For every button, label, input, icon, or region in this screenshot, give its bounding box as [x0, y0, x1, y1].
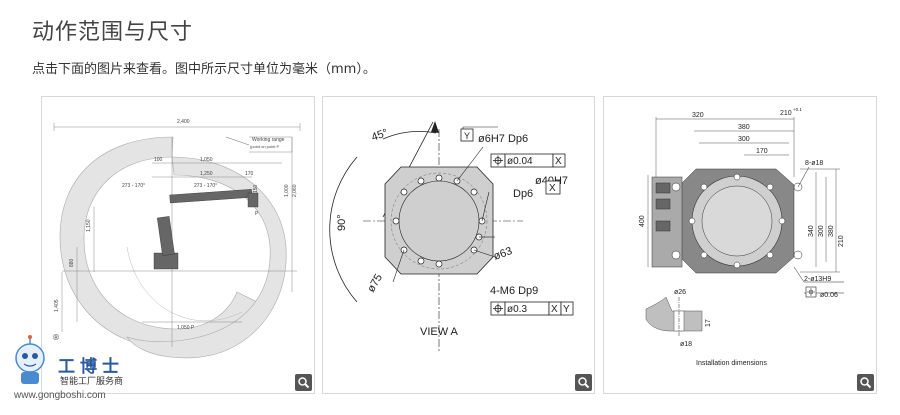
robot-mascot-logo — [15, 335, 45, 384]
angle-label-a: 273 - 170° — [122, 183, 145, 189]
page-subtitle: 点击下面的图片来查看。图中所示尺寸单位为毫米（mm）。 — [32, 62, 376, 77]
magnifier-icon — [578, 377, 590, 389]
view-a-caption: VIEW A — [420, 326, 459, 338]
bore-ref: X — [549, 183, 556, 194]
height-400: 400 — [639, 215, 646, 227]
angle-45: 45° — [370, 127, 390, 144]
working-range-note: Working range — [252, 137, 285, 143]
datum-y: Y — [464, 131, 470, 141]
watermark-tagline: 智能工厂服务商 — [60, 377, 124, 387]
registered-mark: ® — [52, 333, 60, 342]
installation-caption: Installation dimensions — [696, 360, 767, 367]
tolerance-2-ref-y: Y — [563, 304, 570, 315]
dowel-hole-label: ø6H7 Dp6 — [478, 133, 528, 145]
installation-diagram: 320 210 +0.1 380 300 170 8-ø18 400 340 3… — [639, 107, 845, 367]
dim-170: 170 — [245, 171, 254, 177]
position-symbol-icon — [807, 288, 815, 296]
watermark-brand: 工博士 — [58, 357, 124, 377]
watermark-url: www.gongboshi.com — [14, 390, 106, 401]
zoom-button[interactable] — [575, 374, 592, 391]
dim-1050: 1,050 — [200, 157, 213, 163]
height-300: 300 — [818, 225, 825, 237]
dia-18: ø18 — [680, 341, 692, 348]
dim-1150: 1,150 — [86, 219, 92, 232]
angle-90: 90° — [336, 214, 348, 231]
dim-320: 320 — [692, 112, 704, 119]
dim-380: 380 — [738, 124, 750, 131]
height-210: 210 — [838, 235, 845, 247]
point-p: P — [255, 211, 259, 217]
diameter-63: ø63 — [492, 245, 514, 263]
angle-label-b: 273 - 170° — [194, 183, 217, 189]
diameter-75: ø75 — [365, 272, 385, 294]
dim-2060: 2,060 — [292, 184, 298, 197]
height-17: 17 — [705, 319, 712, 327]
thread-label: 4-M6 Dp9 — [490, 285, 538, 297]
dim-880: 880 — [69, 258, 75, 267]
holes-2: 2-ø13H9 — [804, 276, 831, 283]
dim-210-tolerance: +0.1 — [793, 107, 802, 112]
height-380: 380 — [828, 225, 835, 237]
dim-2400: 2,400 — [177, 119, 190, 125]
dim-170: 170 — [756, 148, 768, 155]
magnifier-icon — [298, 377, 310, 389]
dim-210: 210 — [780, 110, 792, 117]
tolerance-2-ref-x: X — [551, 304, 558, 315]
magnifier-icon — [860, 377, 872, 389]
page-title: 动作范围与尺寸 — [32, 20, 194, 45]
position-tolerance-1: ø0.04 — [507, 156, 533, 167]
height-340: 340 — [808, 225, 815, 237]
working-range-card[interactable]: 2,400 Working range (point on point P 10… — [41, 96, 315, 394]
installation-card[interactable]: 320 210 +0.1 380 300 170 8-ø18 400 340 3… — [603, 96, 877, 394]
view-a-card[interactable]: Y ø6H7 Dp6 ø40H7 Dp6 ø63 ø75 4-M6 Dp9 VI… — [322, 96, 595, 394]
dim-300: 300 — [738, 136, 750, 143]
position-symbol-icon — [493, 155, 503, 314]
bore-depth-label: Dp6 — [513, 188, 533, 200]
dia-26: ø26 — [674, 289, 686, 296]
holes-8: 8-ø18 — [805, 160, 823, 167]
dim-100: 100 — [154, 157, 163, 163]
zoom-button[interactable] — [295, 374, 312, 391]
tolerance-006: ø0.06 — [820, 292, 838, 299]
tolerance-1-ref: X — [555, 156, 562, 167]
dim-1000: 1,000 — [284, 184, 290, 197]
view-a-diagram: Y ø6H7 Dp6 ø40H7 Dp6 ø63 ø75 4-M6 Dp9 VI… — [329, 121, 574, 352]
dim-1250: 1,250 — [200, 171, 213, 177]
dim-1050-p: 1,050 P — [177, 325, 195, 331]
dim-150: 150 — [253, 184, 259, 193]
working-range-diagram: 2,400 Working range (point on point P 10… — [53, 119, 301, 359]
zoom-button[interactable] — [857, 374, 874, 391]
dim-1405: 1,405 — [54, 299, 60, 312]
working-range-subnote: (point on point P — [250, 144, 279, 149]
position-tolerance-2: ø0.3 — [507, 304, 527, 315]
